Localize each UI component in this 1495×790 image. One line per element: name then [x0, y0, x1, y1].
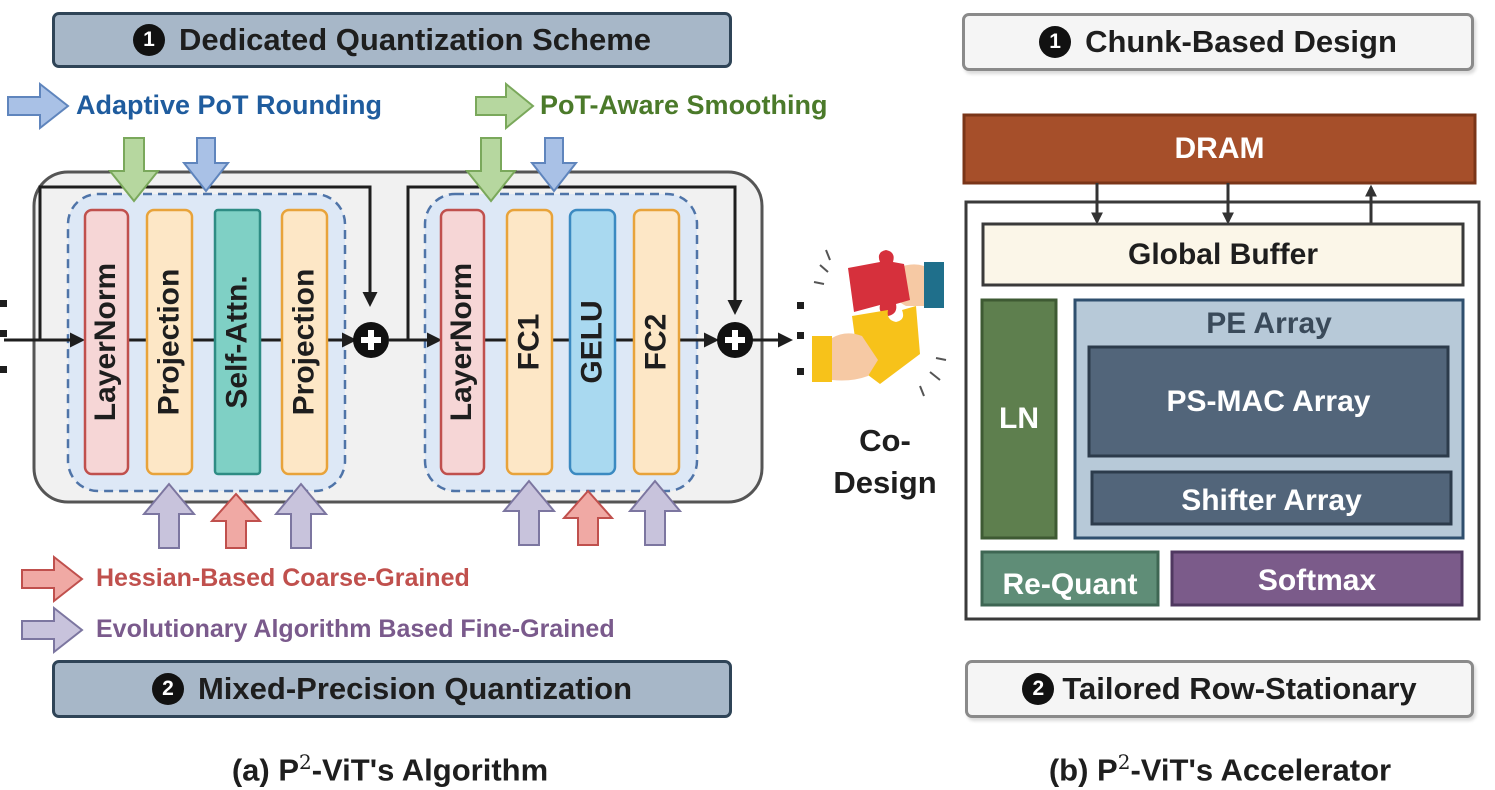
projection-block-1 — [145, 208, 194, 476]
algorithm-caption: (a) P2-ViT's Algorithm — [231, 750, 549, 788]
chunk-design-banner: 1 Chunk-Based Design — [962, 13, 1474, 71]
evo-arrow-projection-1 — [141, 482, 197, 549]
projection-label-2: Projection — [287, 268, 321, 416]
fc1-label: FC1 — [512, 313, 546, 371]
add-node-2 — [717, 322, 753, 358]
requant-label: Re-Quant — [1002, 568, 1138, 601]
pot-arrow-fc1 — [529, 137, 579, 193]
add-node-1 — [353, 322, 389, 358]
layernorm-label-2: LayerNorm — [445, 262, 479, 422]
fc2-block — [632, 208, 681, 476]
legend-arrow-smoothing — [475, 81, 535, 131]
ln-block — [980, 298, 1058, 540]
softmax-block — [1170, 550, 1464, 607]
evo-arrow-fc2 — [627, 479, 683, 546]
layernorm-block-1 — [83, 208, 130, 476]
legend-pot-smoothing: PoT-Aware Smoothing — [540, 90, 828, 120]
self-attn-block — [213, 208, 262, 476]
ln-label: LN — [999, 402, 1039, 435]
self-attn-label: Self-Attn. — [220, 275, 254, 409]
legend-arrow-evolutionary — [21, 605, 84, 655]
codesign-label: Co- Design — [833, 423, 937, 500]
softmax-label: Softmax — [1257, 564, 1377, 597]
legend-arrow-adaptive — [7, 81, 70, 131]
fc2-label: FC2 — [639, 313, 673, 371]
smoothing-arrow-layernorm-1 — [107, 137, 161, 203]
quant-scheme-title: Dedicated Quantization Scheme — [179, 22, 651, 57]
step-1-badge-right: 1 — [1039, 26, 1072, 58]
global-buffer-block — [981, 222, 1465, 287]
legend-arrow-hessian — [21, 554, 84, 604]
legend-hessian: Hessian-Based Coarse-Grained — [96, 564, 470, 592]
quant-scheme-banner: 1 Dedicated Quantization Scheme — [52, 12, 732, 68]
hessian-arrow-gelu — [561, 489, 615, 546]
input-ellipsis — [0, 300, 7, 373]
ps-mac-array-block — [1087, 345, 1450, 458]
chunk-design-title: Chunk-Based Design — [1085, 24, 1397, 59]
hessian-arrow-self-attn — [209, 492, 263, 549]
layernorm-block-2 — [439, 208, 486, 476]
residual-path-2 — [406, 185, 743, 340]
step-2-badge: 2 — [151, 673, 184, 705]
evo-arrow-fc1 — [501, 479, 557, 546]
row-stationary-banner: 2 Tailored Row-Stationary — [965, 660, 1474, 718]
mixed-precision-banner: 2 Mixed-Precision Quantization — [52, 660, 732, 718]
mlp-group — [423, 192, 699, 493]
shifter-array-block — [1090, 470, 1453, 526]
mixed-precision-title: Mixed-Precision Quantization — [197, 671, 633, 706]
legend-evolutionary: Evolutionary Algorithm Based Fine-Graine… — [96, 615, 615, 643]
projection-label-1: Projection — [152, 268, 186, 416]
step-1-badge: 1 — [133, 24, 165, 56]
dram-block — [962, 113, 1477, 185]
step-2-badge-right: 2 — [1022, 673, 1055, 705]
gelu-label: GELU — [575, 300, 609, 384]
fc1-block — [505, 208, 554, 476]
gelu-block — [568, 208, 617, 476]
pe-array-label: PE Array — [1206, 307, 1332, 340]
output-ellipsis — [797, 302, 804, 375]
row-stationary-title: Tailored Row-Stationary — [1062, 671, 1417, 706]
shifter-label: Shifter Array — [1181, 484, 1362, 517]
requant-block — [980, 550, 1160, 607]
accelerator-caption: (b) P2-ViT's Accelerator — [1048, 750, 1392, 788]
smoothing-arrow-layernorm-2 — [464, 137, 518, 203]
ps-mac-label: PS-MAC Array — [1166, 384, 1371, 418]
legend-adaptive-pot: Adaptive PoT Rounding — [76, 90, 382, 120]
pot-arrow-projection-1 — [181, 137, 231, 193]
projection-block-2 — [280, 208, 329, 476]
codesign-puzzle-icon — [812, 249, 947, 397]
dram-label: DRAM — [1174, 132, 1265, 165]
evo-arrow-projection-2 — [273, 482, 329, 549]
global-buffer-label: Global Buffer — [1127, 237, 1318, 271]
layernorm-label-1: LayerNorm — [89, 262, 123, 422]
